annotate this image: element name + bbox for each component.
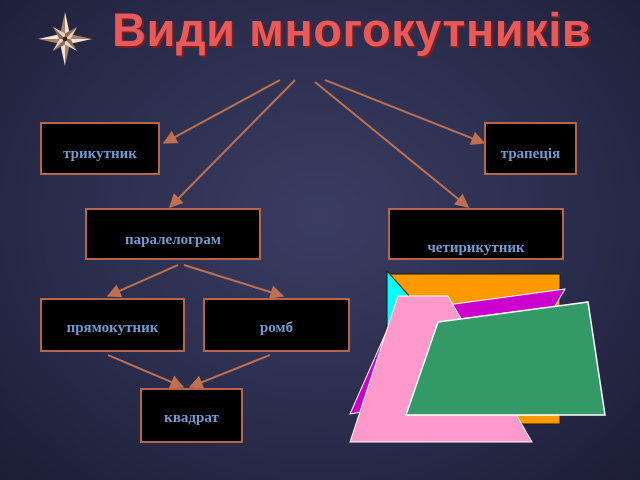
- arrow-rectangle-to-square: [107, 354, 185, 389]
- node-quadrilateral: четирикутник: [388, 208, 564, 260]
- node-rectangle-label: прямокутник: [66, 320, 159, 336]
- node-rhombus: ромб: [203, 298, 350, 352]
- node-rhombus-label: ромб: [259, 320, 294, 336]
- node-square: квадрат: [140, 388, 243, 443]
- node-parallelogram-label: паралелограм: [125, 232, 221, 248]
- node-triangle: трикутник: [40, 122, 160, 175]
- slide-title: Види многокутників: [112, 3, 592, 56]
- node-quadrilateral-label: четирикутник: [427, 240, 525, 256]
- node-rectangle: прямокутник: [40, 298, 185, 352]
- compass-rose-icon: [37, 11, 93, 67]
- arrow-title-to-trapezoid: [324, 79, 486, 145]
- node-square-label: квадрат: [164, 410, 219, 426]
- quadrilateral-shapes-illustration: [349, 269, 606, 443]
- arrow-parallelogram-to-rhombus: [183, 264, 285, 299]
- node-trapezoid-label: трапеція: [500, 146, 561, 162]
- node-trapezoid: трапеція: [484, 122, 577, 175]
- arrow-title-to-triangle: [162, 79, 281, 144]
- green-trapezoid-shape: [404, 301, 606, 416]
- node-triangle-label: трикутник: [63, 146, 137, 162]
- arrow-title-to-parallelogram: [169, 79, 296, 208]
- arrow-parallelogram-to-rectangle: [106, 264, 179, 298]
- node-parallelogram: паралелограм: [85, 208, 261, 260]
- arrow-rhombus-to-square: [188, 354, 271, 389]
- arrow-title-to-quadrilateral: [314, 81, 470, 208]
